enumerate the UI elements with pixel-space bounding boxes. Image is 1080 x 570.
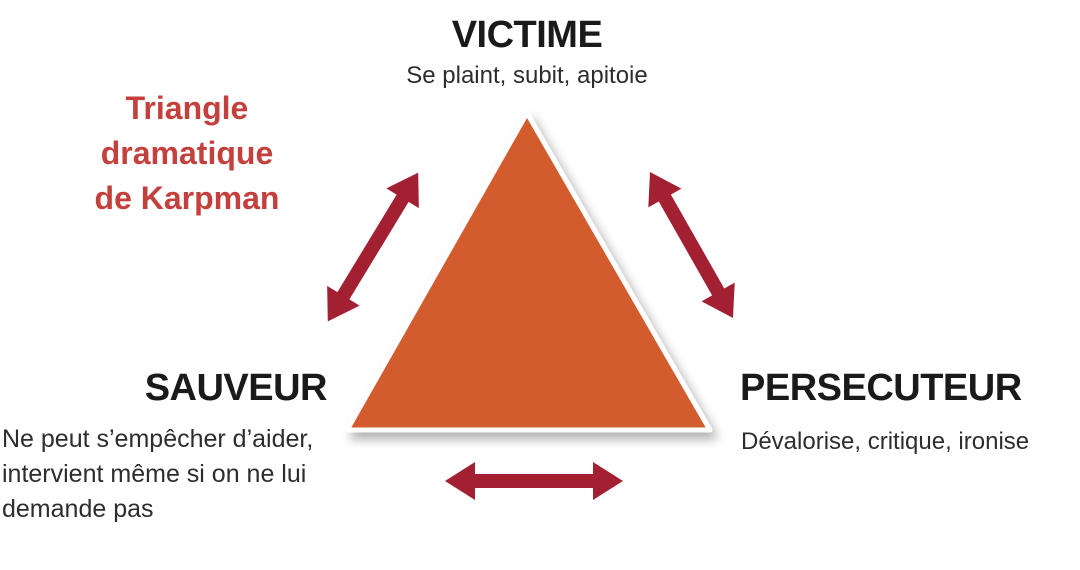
persecuteur-description: Dévalorise, critique, ironise xyxy=(741,428,1030,455)
victime-label: VICTIME xyxy=(451,14,603,56)
arrow-victime-sauveur xyxy=(327,172,419,322)
victime-description: Se plaint, subit, apitoie xyxy=(406,62,648,89)
arrow-sauveur-persecuteur xyxy=(445,462,623,500)
sauveur-label: SAUVEUR xyxy=(144,367,328,409)
diagram-title: Triangle dramatique de Karpman xyxy=(94,90,280,216)
sauveur-description: Ne peut s’empêcher d’aider, intervient m… xyxy=(2,425,314,523)
triangle-shape xyxy=(344,110,713,433)
persecuteur-label: PERSECUTEUR xyxy=(740,367,1022,409)
arrow-victime-persecuteur xyxy=(648,171,735,319)
